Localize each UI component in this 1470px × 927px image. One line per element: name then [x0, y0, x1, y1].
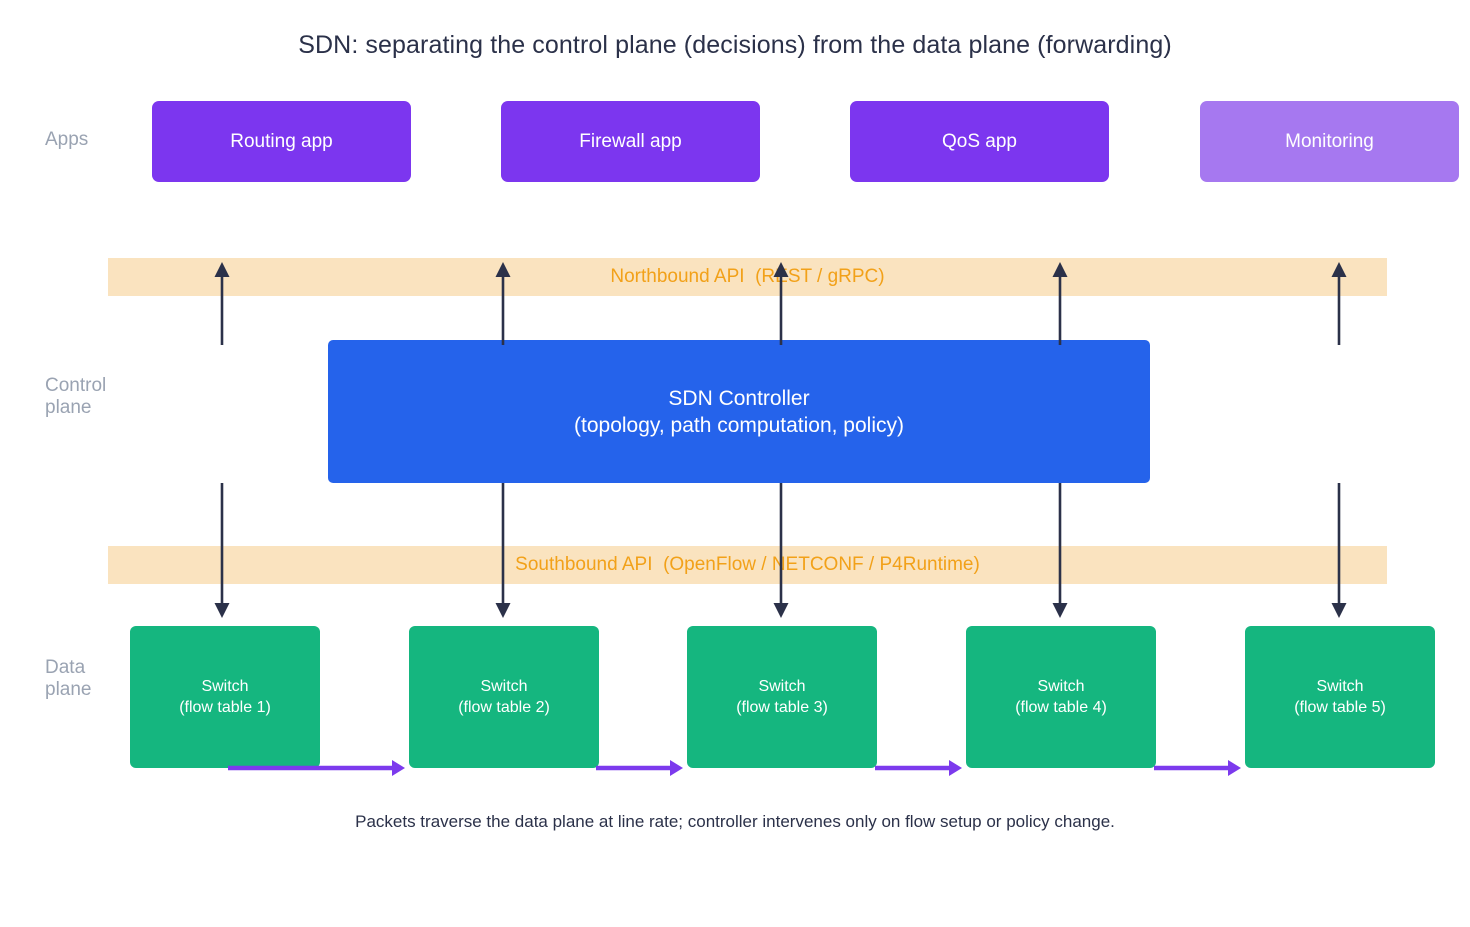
switch-box-2[interactable]: Switch (flow table 2)	[409, 626, 599, 768]
app-box-monitoring[interactable]: Monitoring	[1200, 101, 1459, 182]
app-box-label: Monitoring	[1285, 130, 1374, 152]
switch-box-3[interactable]: Switch (flow table 3)	[687, 626, 877, 768]
app-box-routing-app[interactable]: Routing app	[152, 101, 411, 182]
packet-flow-arrow-head-2	[670, 760, 683, 776]
row-label-data: Data plane	[45, 657, 92, 700]
app-box-label: Firewall app	[579, 130, 682, 152]
southbound-arrow-head-3	[773, 603, 789, 618]
switch-box-4[interactable]: Switch (flow table 4)	[966, 626, 1156, 768]
northbound-api-band: Northbound API (REST / gRPC)	[108, 258, 1387, 296]
switch-flowtable-label: (flow table 5)	[1294, 699, 1386, 716]
app-box-firewall-app[interactable]: Firewall app	[501, 101, 760, 182]
southbound-arrow-head-4	[1052, 603, 1068, 618]
switch-flowtable-label: (flow table 4)	[1015, 699, 1107, 716]
northbound-api-label: Northbound API (REST / gRPC)	[610, 266, 885, 287]
row-label-apps: Apps	[45, 129, 89, 150]
switch-label: Switch	[480, 678, 528, 695]
packet-flow-arrow-head-1	[392, 760, 405, 776]
packet-flow-arrow-head-3	[949, 760, 962, 776]
sdn-controller-box: SDN Controller (topology, path computati…	[328, 340, 1150, 483]
diagram-caption: Packets traverse the data plane at line …	[355, 812, 1115, 831]
southbound-arrow-head-5	[1331, 603, 1347, 618]
southbound-arrow-head-2	[495, 603, 511, 618]
controller-title: SDN Controller	[668, 386, 810, 410]
switch-flowtable-label: (flow table 2)	[458, 699, 550, 716]
app-box-qos-app[interactable]: QoS app	[850, 101, 1109, 182]
controller-subtitle: (topology, path computation, policy)	[574, 413, 904, 437]
southbound-arrow-head-1	[214, 603, 230, 618]
switch-box-1[interactable]: Switch (flow table 1)	[130, 626, 320, 768]
app-box-label: QoS app	[942, 130, 1017, 152]
southbound-api-band: Southbound API (OpenFlow / NETCONF / P4R…	[108, 546, 1387, 584]
row-label-control: Control plane	[45, 375, 107, 418]
app-box-label: Routing app	[230, 130, 333, 152]
switch-flowtable-label: (flow table 3)	[736, 699, 828, 716]
switch-label: Switch	[1037, 678, 1085, 695]
switch-label: Switch	[758, 678, 806, 695]
switch-label: Switch	[201, 678, 249, 695]
southbound-api-label: Southbound API (OpenFlow / NETCONF / P4R…	[515, 554, 980, 575]
switch-label: Switch	[1316, 678, 1364, 695]
switch-flowtable-label: (flow table 1)	[179, 699, 271, 716]
packet-flow-arrow-head-4	[1228, 760, 1241, 776]
page-title: SDN: separating the control plane (decis…	[298, 31, 1172, 59]
switch-box-5[interactable]: Switch (flow table 5)	[1245, 626, 1435, 768]
